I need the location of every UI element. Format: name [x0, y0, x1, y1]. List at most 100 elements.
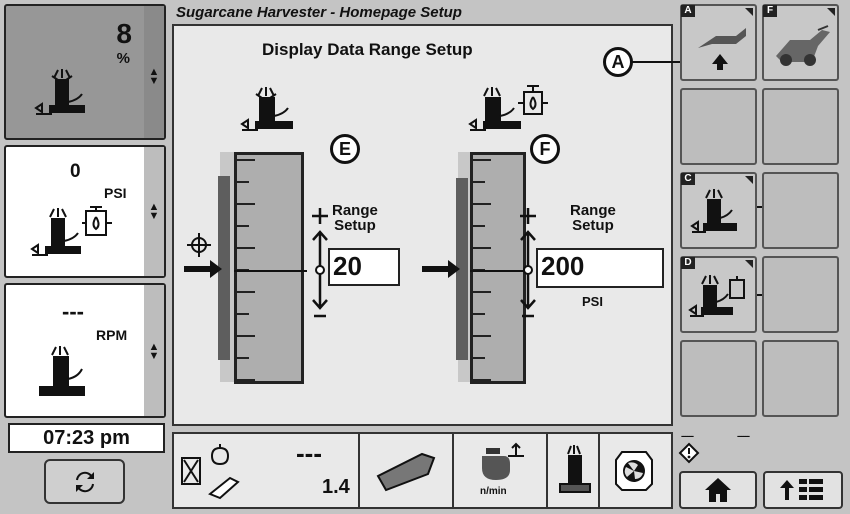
clock-display: 07:23 pm	[8, 423, 165, 453]
arrow-right-icon	[422, 260, 460, 278]
softkey-j-empty[interactable]	[762, 340, 839, 417]
rpm-unit-label: n/min	[480, 486, 507, 497]
gauge-tick	[237, 247, 255, 249]
gauge-tick	[473, 203, 491, 205]
status-dashes-1: ------	[681, 431, 694, 441]
left-tile-1-unit: %	[116, 50, 130, 67]
gauge-left[interactable]	[234, 152, 307, 384]
range-label-left: Range Setup	[332, 203, 378, 233]
softkey-a[interactable]: A	[680, 4, 757, 81]
menu-button[interactable]	[763, 471, 843, 509]
engine-rpm-icon	[482, 442, 524, 480]
gauge-tick	[237, 181, 249, 183]
softkey-i-empty[interactable]	[762, 256, 839, 333]
range-value-right-unit: PSI	[582, 294, 603, 309]
home-button[interactable]	[679, 471, 757, 509]
gauge-left-strip	[218, 176, 230, 360]
softkey-d-letter: D	[681, 257, 695, 269]
callout-f: F	[530, 134, 560, 164]
gauge-tick	[237, 291, 255, 293]
harvester-crop-icon	[690, 189, 737, 233]
left-tile-1[interactable]: 8 % ▲▼	[4, 4, 166, 140]
gauge-right-level-line	[470, 270, 529, 272]
gauge-tick	[473, 225, 485, 227]
left-tile-2-unit: PSI	[104, 185, 127, 201]
range-label-right-line2: Setup	[572, 217, 614, 234]
chopper-icon	[376, 452, 436, 492]
bottom-value: 1.4	[322, 476, 350, 498]
callout-a: A	[603, 47, 633, 77]
arrow-right-icon	[184, 260, 222, 278]
bottom-cell-engine-rpm[interactable]: n/min	[454, 434, 548, 507]
up-down-arrows-icon[interactable]: ▲▼	[148, 66, 160, 87]
range-value-left-input[interactable]: 20	[328, 248, 400, 286]
crosshair-icon[interactable]	[186, 232, 212, 258]
left-tile-3[interactable]: --- RPM ▲▼	[4, 283, 166, 418]
gauge-tick	[473, 379, 491, 381]
left-tile-2-value: 0	[70, 161, 81, 182]
range-value-right-input[interactable]: 200	[536, 248, 664, 288]
adjust-stepper-right[interactable]	[516, 206, 540, 322]
gauge-tick	[237, 225, 249, 227]
softkey-f-corner	[827, 8, 835, 16]
range-label-left-line2: Setup	[334, 217, 376, 234]
adjust-stepper-left[interactable]	[308, 206, 332, 322]
panel-heading: Display Data Range Setup	[262, 40, 473, 59]
left-tile-1-value: 8	[116, 18, 132, 49]
refresh-button[interactable]	[44, 459, 125, 504]
softkey-a-letter: A	[681, 5, 695, 17]
range-label-right-line1: Range	[570, 202, 616, 219]
softkey-f-letter: F	[763, 5, 777, 17]
bottom-toolbar: --- 1.4 n/min	[172, 432, 673, 509]
up-down-arrows-icon[interactable]: ▲▼	[148, 201, 160, 222]
gauge-tick	[473, 181, 485, 183]
bottom-cell-fuel[interactable]: --- 1.4	[174, 434, 360, 507]
home-icon	[705, 478, 731, 502]
softkey-b-empty[interactable]	[680, 88, 757, 165]
bottom-cell-chopper[interactable]	[360, 434, 454, 507]
harvester-crop-icon	[240, 87, 293, 131]
softkey-g-empty[interactable]	[762, 88, 839, 165]
callout-e: E	[330, 134, 360, 164]
softkey-e-empty[interactable]	[680, 340, 757, 417]
gauge-right-strip	[456, 178, 468, 360]
gauge-tick	[237, 335, 255, 337]
bottom-cell-harvester[interactable]	[548, 434, 600, 507]
softkey-d[interactable]: D	[680, 256, 757, 333]
harvester-pressure-icon	[688, 275, 745, 317]
gauge-tick	[237, 379, 255, 381]
softkey-c-corner	[745, 176, 753, 184]
left-tile-2-side	[144, 147, 164, 276]
gauge-left-level-line	[234, 270, 307, 272]
hourglass-engine-icon	[181, 444, 240, 500]
harvester-pressure-icon	[468, 85, 548, 131]
bottom-value-dashes: ---	[296, 438, 322, 468]
softkey-a-corner	[745, 8, 753, 16]
softkey-h-empty[interactable]	[762, 172, 839, 249]
softkey-c-letter: C	[681, 173, 695, 185]
softkey-f[interactable]: F	[762, 4, 839, 81]
softkey-d-corner	[745, 260, 753, 268]
harvester-crop-icon	[34, 69, 85, 115]
gauge-tick	[473, 291, 491, 293]
softkey-c[interactable]: C	[680, 172, 757, 249]
gauge-right[interactable]	[470, 152, 529, 384]
harvester-crop-icon	[559, 445, 591, 493]
gauge-tick	[237, 357, 249, 359]
gauge-tick	[473, 313, 485, 315]
gauge-tick	[473, 335, 491, 337]
left-tile-3-value: ---	[62, 299, 84, 324]
gauge-tick	[237, 159, 255, 161]
harvester-speed-icon	[39, 346, 85, 396]
gauge-tick	[473, 357, 485, 359]
left-tile-1-side	[144, 6, 164, 138]
harvester-topper-icon	[698, 28, 746, 70]
left-tile-2[interactable]: 0 PSI ▲▼	[4, 145, 166, 278]
warning-icon[interactable]	[678, 442, 700, 464]
harvester-machine-icon	[776, 25, 830, 66]
left-tile-3-unit: RPM	[96, 327, 128, 343]
page-title: Sugarcane Harvester - Homepage Setup	[176, 4, 462, 21]
up-down-arrows-icon[interactable]: ▲▼	[148, 341, 160, 362]
bottom-cell-fan[interactable]	[600, 434, 671, 507]
fan-icon	[615, 451, 653, 491]
